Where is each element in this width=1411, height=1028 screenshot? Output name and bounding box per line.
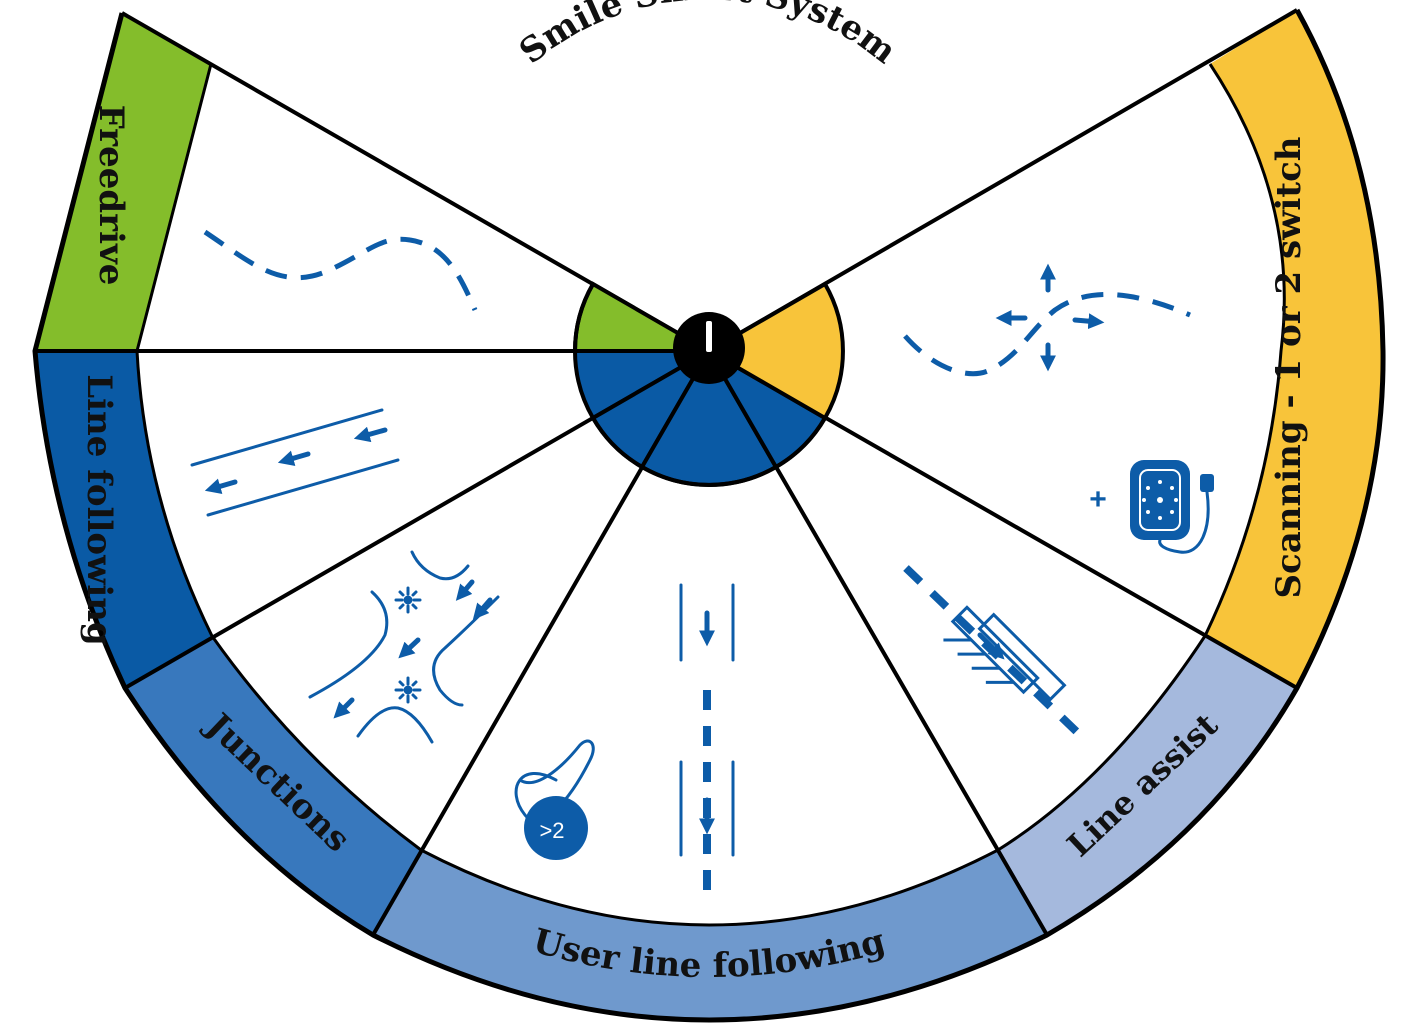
sparkle-icon bbox=[394, 676, 422, 704]
line-following-icon bbox=[190, 408, 400, 517]
junctions-icon bbox=[308, 550, 500, 744]
label-scanning: Scanning - 1 or 2 switch bbox=[1269, 136, 1309, 598]
scanning-icon: + bbox=[903, 263, 1214, 554]
sparkle-icon bbox=[394, 586, 422, 614]
freedrive-path-icon bbox=[203, 229, 478, 311]
switch-button-icon: >2 bbox=[514, 739, 595, 860]
center-hub bbox=[572, 281, 845, 487]
label-freedrive: Freedrive bbox=[91, 105, 131, 286]
diagram-title: Smile Smart System bbox=[512, 0, 903, 72]
ring-user-line-following[interactable] bbox=[373, 850, 1047, 1020]
scanner-device-icon bbox=[1130, 460, 1214, 554]
plus-label: + bbox=[1089, 483, 1107, 516]
outer-ring bbox=[35, 10, 1384, 1020]
ring-line-following[interactable] bbox=[35, 351, 212, 688]
ring-scanning[interactable] bbox=[1205, 10, 1384, 688]
ring-freedrive[interactable] bbox=[35, 13, 211, 351]
ring-junctions[interactable] bbox=[125, 636, 421, 935]
ring-line-assist[interactable] bbox=[998, 636, 1297, 935]
label-line-following: Line following bbox=[79, 374, 119, 646]
hub-scanning bbox=[705, 281, 845, 421]
user-line-following-icon: >2 bbox=[514, 583, 735, 900]
line-assist-icon bbox=[903, 565, 1081, 736]
switch-badge-label: >2 bbox=[539, 818, 564, 843]
